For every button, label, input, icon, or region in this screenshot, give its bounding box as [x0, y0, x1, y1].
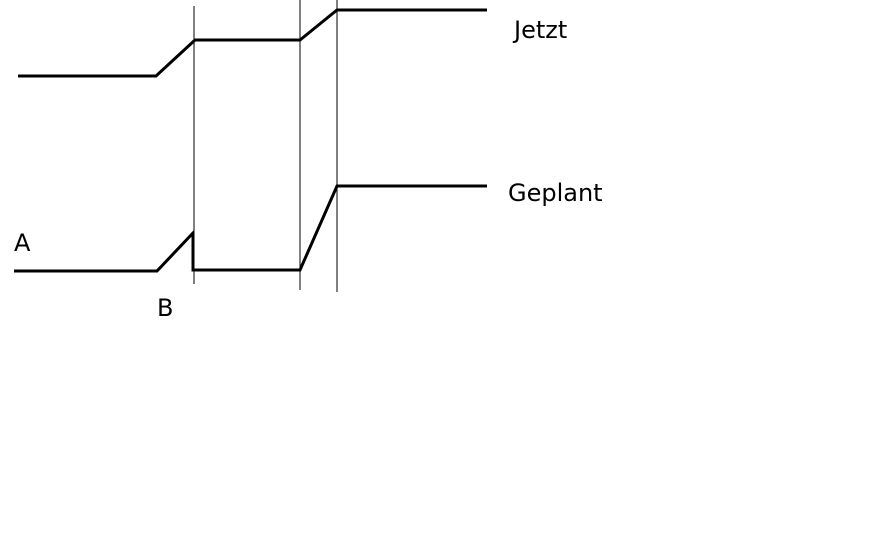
planned-label: Geplant: [508, 179, 603, 207]
planned-signal-line: [14, 184, 487, 273]
point-b-label: B: [157, 294, 173, 322]
current-label: Jetzt: [512, 16, 567, 44]
point-a-label: A: [14, 229, 31, 257]
current-signal-line: [18, 8, 487, 78]
